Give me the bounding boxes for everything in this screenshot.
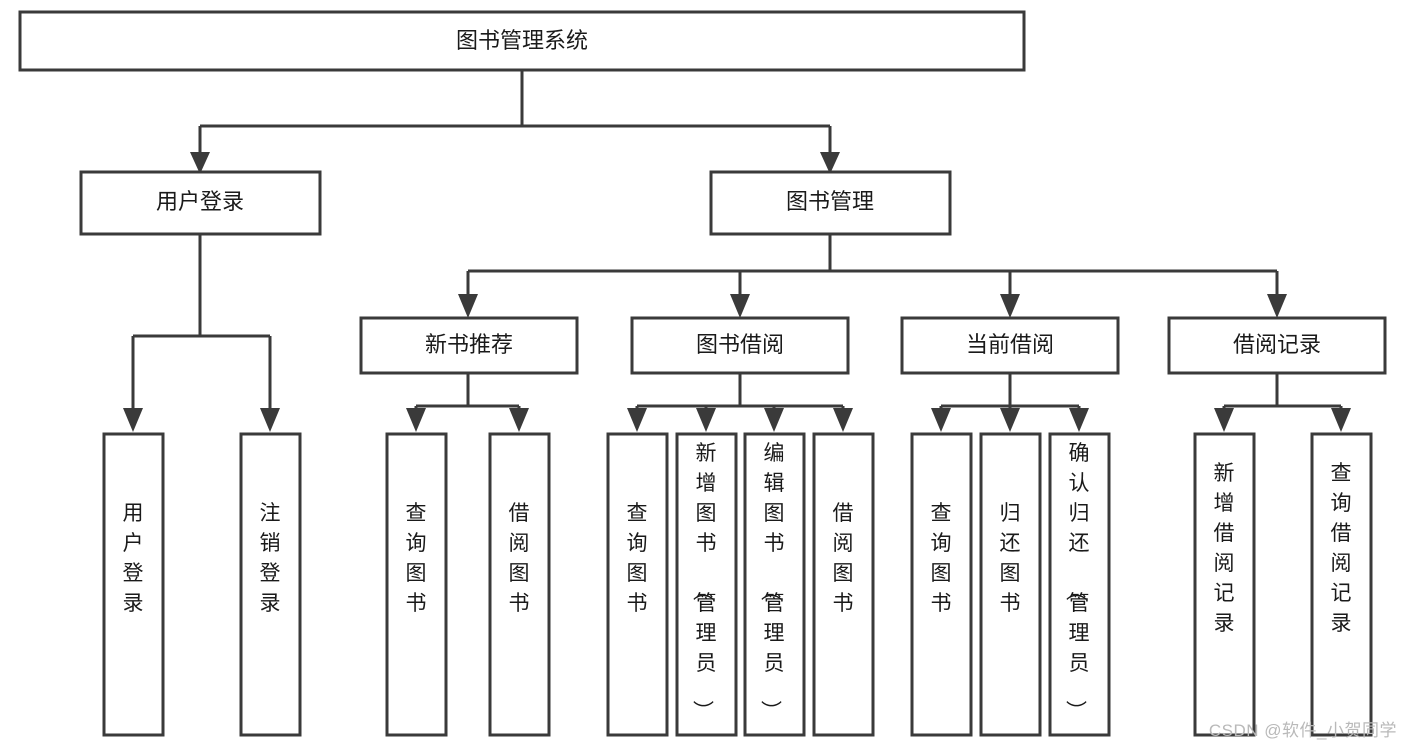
edge-bookborrow-bus — [635, 373, 845, 414]
node-leaf-logout-login-label: 注销登录 — [260, 502, 281, 615]
node-leaf-query-book-3-box[interactable] — [910, 432, 973, 737]
node-new-book-rec-box[interactable] — [359, 316, 579, 375]
edge-newbookrec-bus — [414, 373, 521, 414]
node-book-manage-label: 图书管理 — [786, 189, 874, 214]
arrow-leaf-edit-book — [764, 408, 784, 432]
arrow-to-book-borrow — [730, 294, 750, 318]
node-root-box[interactable] — [18, 10, 1026, 72]
arrow-leaf-confirm-return — [1069, 408, 1089, 432]
node-leaf-query-book-2[interactable]: 查询图书 — [606, 432, 669, 737]
node-leaf-borrow-book-1-label: 借阅图书 — [509, 502, 530, 615]
node-leaf-query-book-1[interactable]: 查询图书 — [385, 432, 448, 737]
node-new-book-rec[interactable]: 新书推荐 — [359, 316, 579, 375]
arrow-to-book-manage — [820, 152, 840, 174]
node-current-borrow-label: 当前借阅 — [966, 332, 1054, 357]
node-leaf-add-record[interactable]: 新增借阅记录 — [1193, 432, 1256, 737]
arrow-leaf-borrow-book-2 — [833, 408, 853, 432]
node-leaf-query-book-3-label: 查询图书 — [931, 502, 952, 615]
node-leaf-return-book-label: 归还图书 — [1000, 502, 1021, 615]
edge-bookmanage-bus — [466, 234, 1279, 300]
node-leaf-query-book-3[interactable]: 查询图书 — [910, 432, 973, 737]
node-leaf-borrow-book-1-box[interactable] — [488, 432, 551, 737]
node-leaf-query-book-2-box[interactable] — [606, 432, 669, 737]
node-leaf-add-book[interactable]: 新增图书（管理员） — [675, 432, 738, 737]
edge-currentborrow-bus — [939, 373, 1081, 414]
arrow-leaf-user-login — [123, 408, 143, 432]
node-book-manage[interactable]: 图书管理 — [709, 170, 952, 236]
arrow-leaf-query-record — [1331, 408, 1351, 432]
arrow-leaf-query-book-2 — [627, 408, 647, 432]
arrow-leaf-add-book — [696, 408, 716, 432]
node-leaf-query-record-label: 查询借阅记录 — [1331, 462, 1352, 635]
node-leaf-query-book-2-label: 查询图书 — [627, 502, 648, 615]
node-leaf-edit-book-box[interactable] — [743, 432, 806, 737]
node-leaf-add-book-box[interactable] — [675, 432, 738, 737]
node-leaf-borrow-book-2[interactable]: 借阅图书 — [812, 432, 875, 737]
node-book-borrow[interactable]: 图书借阅 — [630, 316, 850, 375]
node-current-borrow[interactable]: 当前借阅 — [900, 316, 1120, 375]
node-leaf-borrow-book-2-box[interactable] — [812, 432, 875, 737]
edge-borrowrecord-bus — [1222, 373, 1343, 414]
arrow-leaf-return-book — [1000, 408, 1020, 432]
node-book-borrow-label: 图书借阅 — [696, 332, 784, 357]
node-borrow-record-label: 借阅记录 — [1233, 332, 1321, 357]
arrow-leaf-add-record — [1214, 408, 1234, 432]
edge-layer — [123, 70, 1351, 432]
arrow-to-borrow-record — [1267, 294, 1287, 318]
node-leaf-edit-book-label: 编辑图书（管理员） — [759, 442, 785, 721]
node-book-manage-box[interactable] — [709, 170, 952, 236]
node-root[interactable]: 图书管理系统 — [18, 10, 1026, 72]
node-borrow-record-box[interactable] — [1167, 316, 1387, 375]
arrow-leaf-logout-login — [260, 408, 280, 432]
node-leaf-confirm-return-box[interactable] — [1048, 432, 1111, 737]
node-user-login-box[interactable] — [79, 170, 322, 236]
node-leaf-add-record-box[interactable] — [1193, 432, 1256, 737]
node-leaf-query-book-1-box[interactable] — [385, 432, 448, 737]
arrow-to-user-login — [190, 152, 210, 174]
node-leaf-query-record-box[interactable] — [1310, 432, 1373, 737]
csdn-watermark: CSDN @软件_小贺同学 — [1208, 721, 1397, 740]
node-leaf-confirm-return-label: 确认归还（管理员） — [1064, 442, 1090, 721]
node-leaf-user-login[interactable]: 用户登录 — [102, 432, 165, 737]
node-leaf-edit-book[interactable]: 编辑图书（管理员） — [743, 432, 806, 737]
node-leaf-query-book-1-label: 查询图书 — [406, 502, 427, 615]
node-leaf-user-login-box[interactable] — [102, 432, 165, 737]
node-leaf-borrow-book-2-label: 借阅图书 — [833, 502, 854, 615]
node-leaf-user-login-label: 用户登录 — [123, 502, 144, 615]
arrow-leaf-query-book-3 — [931, 408, 951, 432]
node-user-login-label: 用户登录 — [156, 189, 244, 214]
edge-root-bus — [198, 70, 832, 156]
arrow-leaf-query-book-1 — [406, 408, 426, 432]
arrow-to-new-book-rec — [458, 294, 478, 318]
node-leaf-logout-login-box[interactable] — [239, 432, 302, 737]
node-current-borrow-box[interactable] — [900, 316, 1120, 375]
node-root-label: 图书管理系统 — [456, 28, 588, 53]
node-leaf-confirm-return[interactable]: 确认归还（管理员） — [1048, 432, 1111, 737]
node-leaf-return-book[interactable]: 归还图书 — [979, 432, 1042, 737]
node-leaf-query-record[interactable]: 查询借阅记录 — [1310, 432, 1373, 737]
node-user-login[interactable]: 用户登录 — [79, 170, 322, 236]
node-leaf-borrow-book-1[interactable]: 借阅图书 — [488, 432, 551, 737]
node-borrow-record[interactable]: 借阅记录 — [1167, 316, 1387, 375]
node-leaf-add-book-label: 新增图书（管理员） — [691, 442, 717, 721]
node-book-borrow-box[interactable] — [630, 316, 850, 375]
edge-userlogin-bus — [131, 234, 272, 414]
arrow-to-current-borrow — [1000, 294, 1020, 318]
arrow-leaf-borrow-book-1 — [509, 408, 529, 432]
node-new-book-rec-label: 新书推荐 — [425, 332, 513, 357]
node-leaf-return-book-box[interactable] — [979, 432, 1042, 737]
node-leaf-add-record-label: 新增借阅记录 — [1214, 462, 1235, 635]
node-leaf-logout-login[interactable]: 注销登录 — [239, 432, 302, 737]
